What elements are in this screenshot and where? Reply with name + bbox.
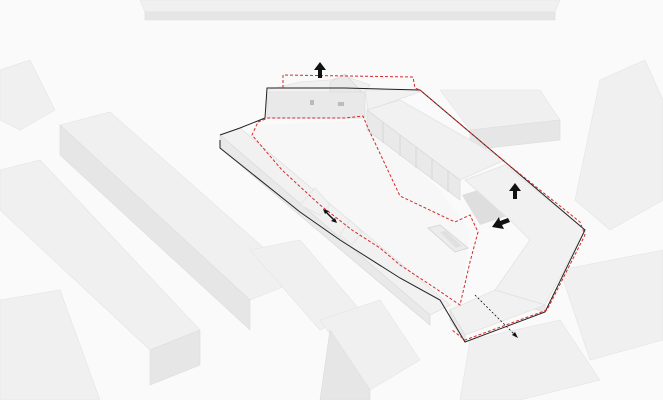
- double-arrow-icon: [323, 209, 337, 223]
- courtyard-boundary: [251, 115, 479, 306]
- north-house: [266, 73, 422, 119]
- courtyard-feature: [426, 224, 470, 253]
- arrow-up-icon: [314, 62, 326, 78]
- south-east-wing: [449, 164, 586, 344]
- dashed-axis-line: [474, 294, 518, 338]
- east-garages: [366, 99, 506, 201]
- arrow-up-icon: [509, 183, 521, 199]
- arrow-left-icon: [492, 217, 510, 229]
- building-outline: [219, 87, 586, 343]
- site-boundary: [282, 74, 586, 341]
